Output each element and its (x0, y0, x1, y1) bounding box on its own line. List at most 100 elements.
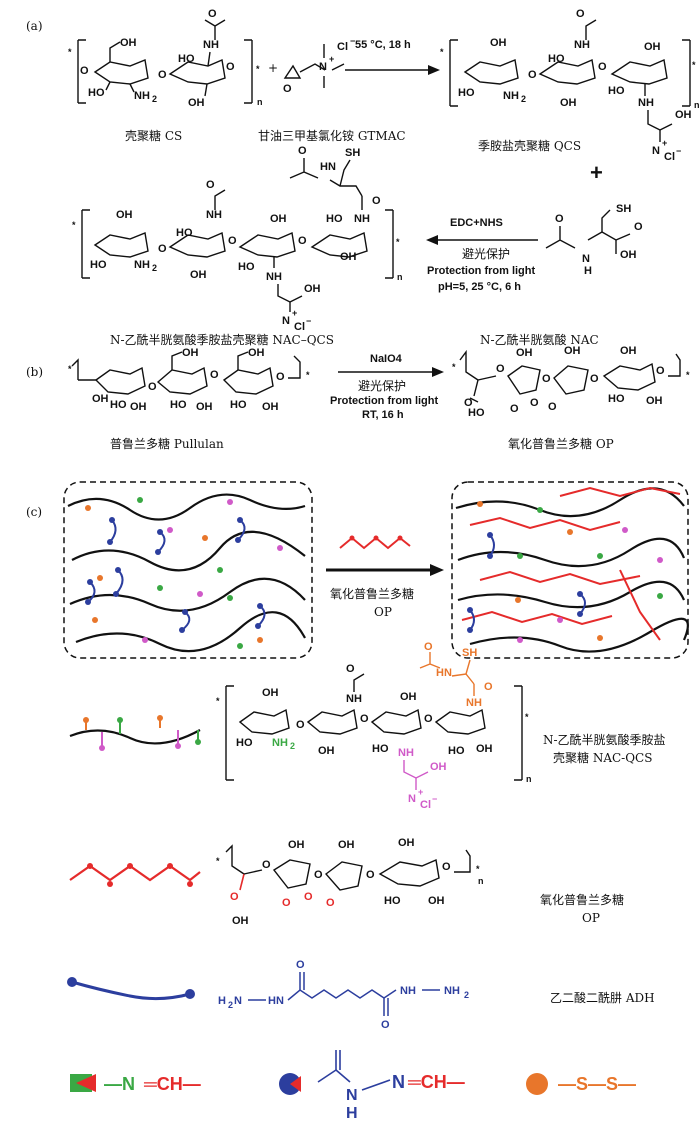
svg-text:O: O (528, 69, 537, 81)
svg-text:N: N (234, 995, 242, 1007)
svg-text:OH: OH (304, 283, 321, 295)
svg-text:NH: NH (400, 985, 416, 997)
svg-text:O: O (276, 371, 285, 383)
svg-text:+: + (292, 308, 297, 318)
svg-text:N: N (652, 145, 660, 157)
svg-text:O: O (298, 235, 307, 247)
svg-text:HO: HO (110, 399, 127, 411)
panel-b-tag: (b) (26, 365, 43, 379)
svg-text:O: O (496, 363, 505, 375)
svg-text:N: N (319, 61, 327, 73)
legend-op-structure: * O OH O OH O O O OH O O OH HO OH O * n (216, 837, 484, 927)
svg-text:SH: SH (462, 647, 477, 659)
svg-text:O: O (548, 401, 557, 413)
svg-text:N: N (346, 1087, 358, 1104)
oxidation-arrow: NaIO4 避光保护 Protection from light RT, 16 … (330, 353, 444, 421)
svg-text:HO: HO (608, 393, 625, 405)
svg-text:OH: OH (232, 915, 249, 927)
svg-text:Protection from light: Protection from light (427, 265, 536, 277)
svg-text:OH: OH (188, 97, 205, 109)
svg-text:NH: NH (354, 213, 370, 225)
svg-text:NaIO4: NaIO4 (370, 353, 403, 365)
svg-text:NH: NH (638, 97, 654, 109)
svg-text:*: * (68, 364, 72, 374)
svg-text:OH: OH (248, 347, 265, 359)
svg-text:NH: NH (346, 693, 362, 705)
svg-text:OH: OH (120, 37, 137, 49)
svg-text:−: − (676, 146, 681, 156)
svg-text:n: n (397, 272, 403, 282)
svg-text:HO: HO (468, 407, 485, 419)
svg-text:OH: OH (560, 97, 577, 109)
svg-text:HO: HO (230, 399, 247, 411)
svg-text:*: * (686, 370, 690, 380)
svg-text:Protection from light: Protection from light (330, 395, 439, 407)
svg-text:OH: OH (620, 249, 637, 261)
svg-text:OH: OH (262, 401, 279, 413)
svg-text:NH: NH (574, 39, 590, 51)
svg-text:O: O (326, 897, 335, 909)
svg-text:O: O (298, 145, 307, 157)
svg-text:*: * (216, 696, 220, 706)
svg-text:OH: OH (476, 743, 493, 755)
svg-text:O: O (360, 713, 369, 725)
svg-text:H: H (584, 265, 592, 277)
plus-sign: + (590, 160, 603, 185)
svg-text:+: + (418, 787, 423, 797)
legend-nac-qcs-label-1: N-乙酰半胱氨酸季胺盐 (543, 732, 666, 747)
svg-text:—N: —N (104, 1074, 135, 1094)
svg-text:n: n (257, 97, 263, 107)
svg-text:NH: NH (134, 259, 150, 271)
svg-text:OH: OH (116, 209, 133, 221)
svg-text:O: O (542, 373, 551, 385)
svg-text:*: * (396, 237, 400, 247)
svg-text:O: O (80, 65, 89, 77)
svg-text:RT, 16 h: RT, 16 h (362, 409, 404, 421)
svg-text:O: O (230, 891, 239, 903)
svg-text:HN: HN (320, 161, 336, 173)
svg-text:+: + (662, 138, 667, 148)
svg-text:OH: OH (564, 345, 581, 357)
svg-text:*: * (692, 60, 696, 70)
svg-text:H: H (218, 995, 226, 1007)
svg-text:O: O (424, 713, 433, 725)
cs-label: 壳聚糖 CS (125, 128, 182, 143)
svg-text:2: 2 (521, 94, 526, 104)
bond-acylhydrazone: N H N ═CH— (279, 1050, 465, 1122)
svg-text:+: + (329, 54, 334, 64)
pullulan-structure: * OH HO OH O OH HO OH O OH HO OH O * (68, 347, 310, 413)
qcs-label: 季胺盐壳聚糖 QCS (478, 138, 581, 153)
svg-text:SH: SH (345, 147, 360, 159)
svg-text:HO: HO (448, 745, 465, 757)
svg-text:*: * (216, 856, 220, 866)
svg-text:NH: NH (272, 737, 288, 749)
svg-text:避光保护: 避光保护 (462, 247, 510, 261)
svg-text:O: O (296, 719, 305, 731)
svg-text:OH: OH (400, 691, 417, 703)
svg-text:O: O (228, 235, 237, 247)
crosslink-arrow: 氧化普鲁兰多糖 OP (326, 535, 444, 619)
svg-text:2: 2 (152, 94, 157, 104)
gtmac-label: 甘油三甲基氯化铵 GTMAC (258, 128, 406, 143)
svg-text:OH: OH (340, 251, 357, 263)
svg-text:OH: OH (262, 687, 279, 699)
svg-text:N: N (582, 253, 590, 265)
svg-text:HO: HO (238, 261, 255, 273)
op-structure: * O HO O OH O O O OH O O OH HO OH O * (452, 345, 690, 419)
svg-text:55 °C, 18 h: 55 °C, 18 h (355, 39, 411, 51)
svg-text:2: 2 (228, 1000, 233, 1010)
svg-text:HO: HO (458, 87, 475, 99)
svg-text:HO: HO (90, 259, 107, 271)
svg-text:+: + (268, 61, 278, 75)
svg-text:OP: OP (374, 605, 392, 619)
svg-text:NH: NH (266, 271, 282, 283)
svg-text:O: O (634, 221, 643, 233)
svg-text:O: O (366, 869, 375, 881)
svg-text:*: * (306, 370, 310, 380)
svg-text:OH: OH (490, 37, 507, 49)
svg-text:O: O (210, 369, 219, 381)
svg-text:O: O (464, 397, 473, 409)
svg-text:O: O (296, 959, 305, 971)
